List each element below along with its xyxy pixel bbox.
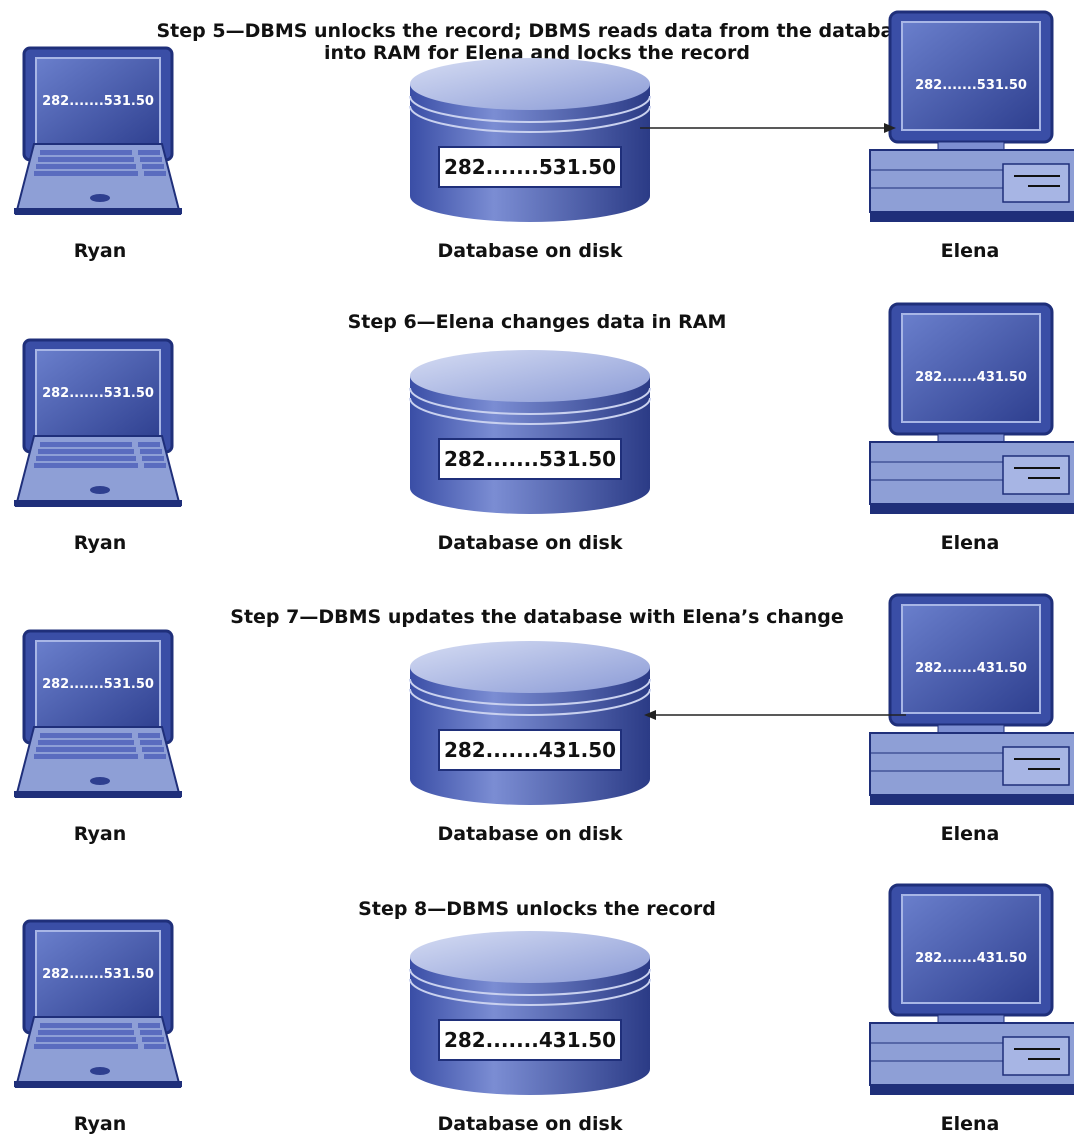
database-record-value: 282.......431.50	[438, 729, 622, 771]
database-record-value: 282.......531.50	[438, 438, 622, 480]
laptop-icon	[14, 919, 182, 1088]
elena-desktop: 282.......531.50	[868, 10, 1074, 225]
laptop-icon	[14, 338, 182, 507]
elena-desktop: 282.......431.50	[868, 593, 1074, 808]
step-title: Step 7—DBMS updates the database with El…	[0, 606, 1074, 628]
desktop-computer-icon	[869, 593, 1074, 805]
desktop-computer-icon	[869, 10, 1074, 222]
ryan-label: Ryan	[73, 1113, 127, 1135]
laptop-icon	[14, 46, 182, 215]
ryan-label: Ryan	[73, 240, 127, 262]
database-record-value: 282.......431.50	[438, 1019, 622, 1061]
database-label: Database on disk	[437, 532, 623, 554]
ryan-label: Ryan	[73, 532, 127, 554]
database-label: Database on disk	[437, 823, 623, 845]
elena-desktop: 282.......431.50	[868, 302, 1074, 517]
database-on-disk: 282.......431.50	[400, 929, 660, 1104]
database-on-disk: 282.......431.50	[400, 639, 660, 814]
step-title-line: Step 5—DBMS unlocks the record; DBMS rea…	[156, 20, 918, 42]
database-cylinder-icon	[409, 641, 651, 805]
elena-screen-value: 282.......431.50	[915, 661, 1027, 676]
step-title-line: Step 7—DBMS updates the database with El…	[230, 606, 844, 628]
ryan-laptop: 282.......531.50	[4, 627, 184, 807]
database-cylinder-icon	[409, 350, 651, 514]
database-record-value: 282.......531.50	[438, 146, 622, 188]
step-title: Step 5—DBMS unlocks the record; DBMS rea…	[0, 20, 1074, 64]
database-cylinder-icon	[409, 58, 651, 222]
laptop-icon	[14, 629, 182, 798]
elena-screen-value: 282.......431.50	[915, 951, 1027, 966]
ryan-screen-value: 282.......531.50	[42, 677, 154, 692]
elena-label: Elena	[940, 532, 1000, 554]
step-title-line: Step 8—DBMS unlocks the record	[358, 898, 716, 920]
ryan-laptop: 282.......531.50	[4, 44, 184, 224]
database-label: Database on disk	[437, 1113, 623, 1135]
database-label: Database on disk	[437, 240, 623, 262]
step-title-line: into RAM for Elena and locks the record	[324, 42, 750, 64]
step-title-line: Step 6—Elena changes data in RAM	[347, 311, 727, 333]
data-flow-arrow	[640, 123, 896, 133]
elena-label: Elena	[940, 240, 1000, 262]
ryan-screen-value: 282.......531.50	[42, 386, 154, 401]
desktop-computer-icon	[869, 883, 1074, 1095]
data-flow-arrow	[644, 710, 906, 720]
database-on-disk: 282.......531.50	[400, 56, 660, 231]
ryan-laptop: 282.......531.50	[4, 336, 184, 516]
elena-label: Elena	[940, 823, 1000, 845]
database-on-disk: 282.......531.50	[400, 348, 660, 523]
desktop-computer-icon	[869, 302, 1074, 514]
step-title: Step 6—Elena changes data in RAM	[0, 311, 1074, 333]
elena-label: Elena	[940, 1113, 1000, 1135]
ryan-label: Ryan	[73, 823, 127, 845]
ryan-screen-value: 282.......531.50	[42, 94, 154, 109]
elena-screen-value: 282.......431.50	[915, 370, 1027, 385]
step-title: Step 8—DBMS unlocks the record	[0, 898, 1074, 920]
elena-desktop: 282.......431.50	[868, 883, 1074, 1098]
database-cylinder-icon	[409, 931, 651, 1095]
ryan-laptop: 282.......531.50	[4, 917, 184, 1097]
ryan-screen-value: 282.......531.50	[42, 967, 154, 982]
elena-screen-value: 282.......531.50	[915, 78, 1027, 93]
